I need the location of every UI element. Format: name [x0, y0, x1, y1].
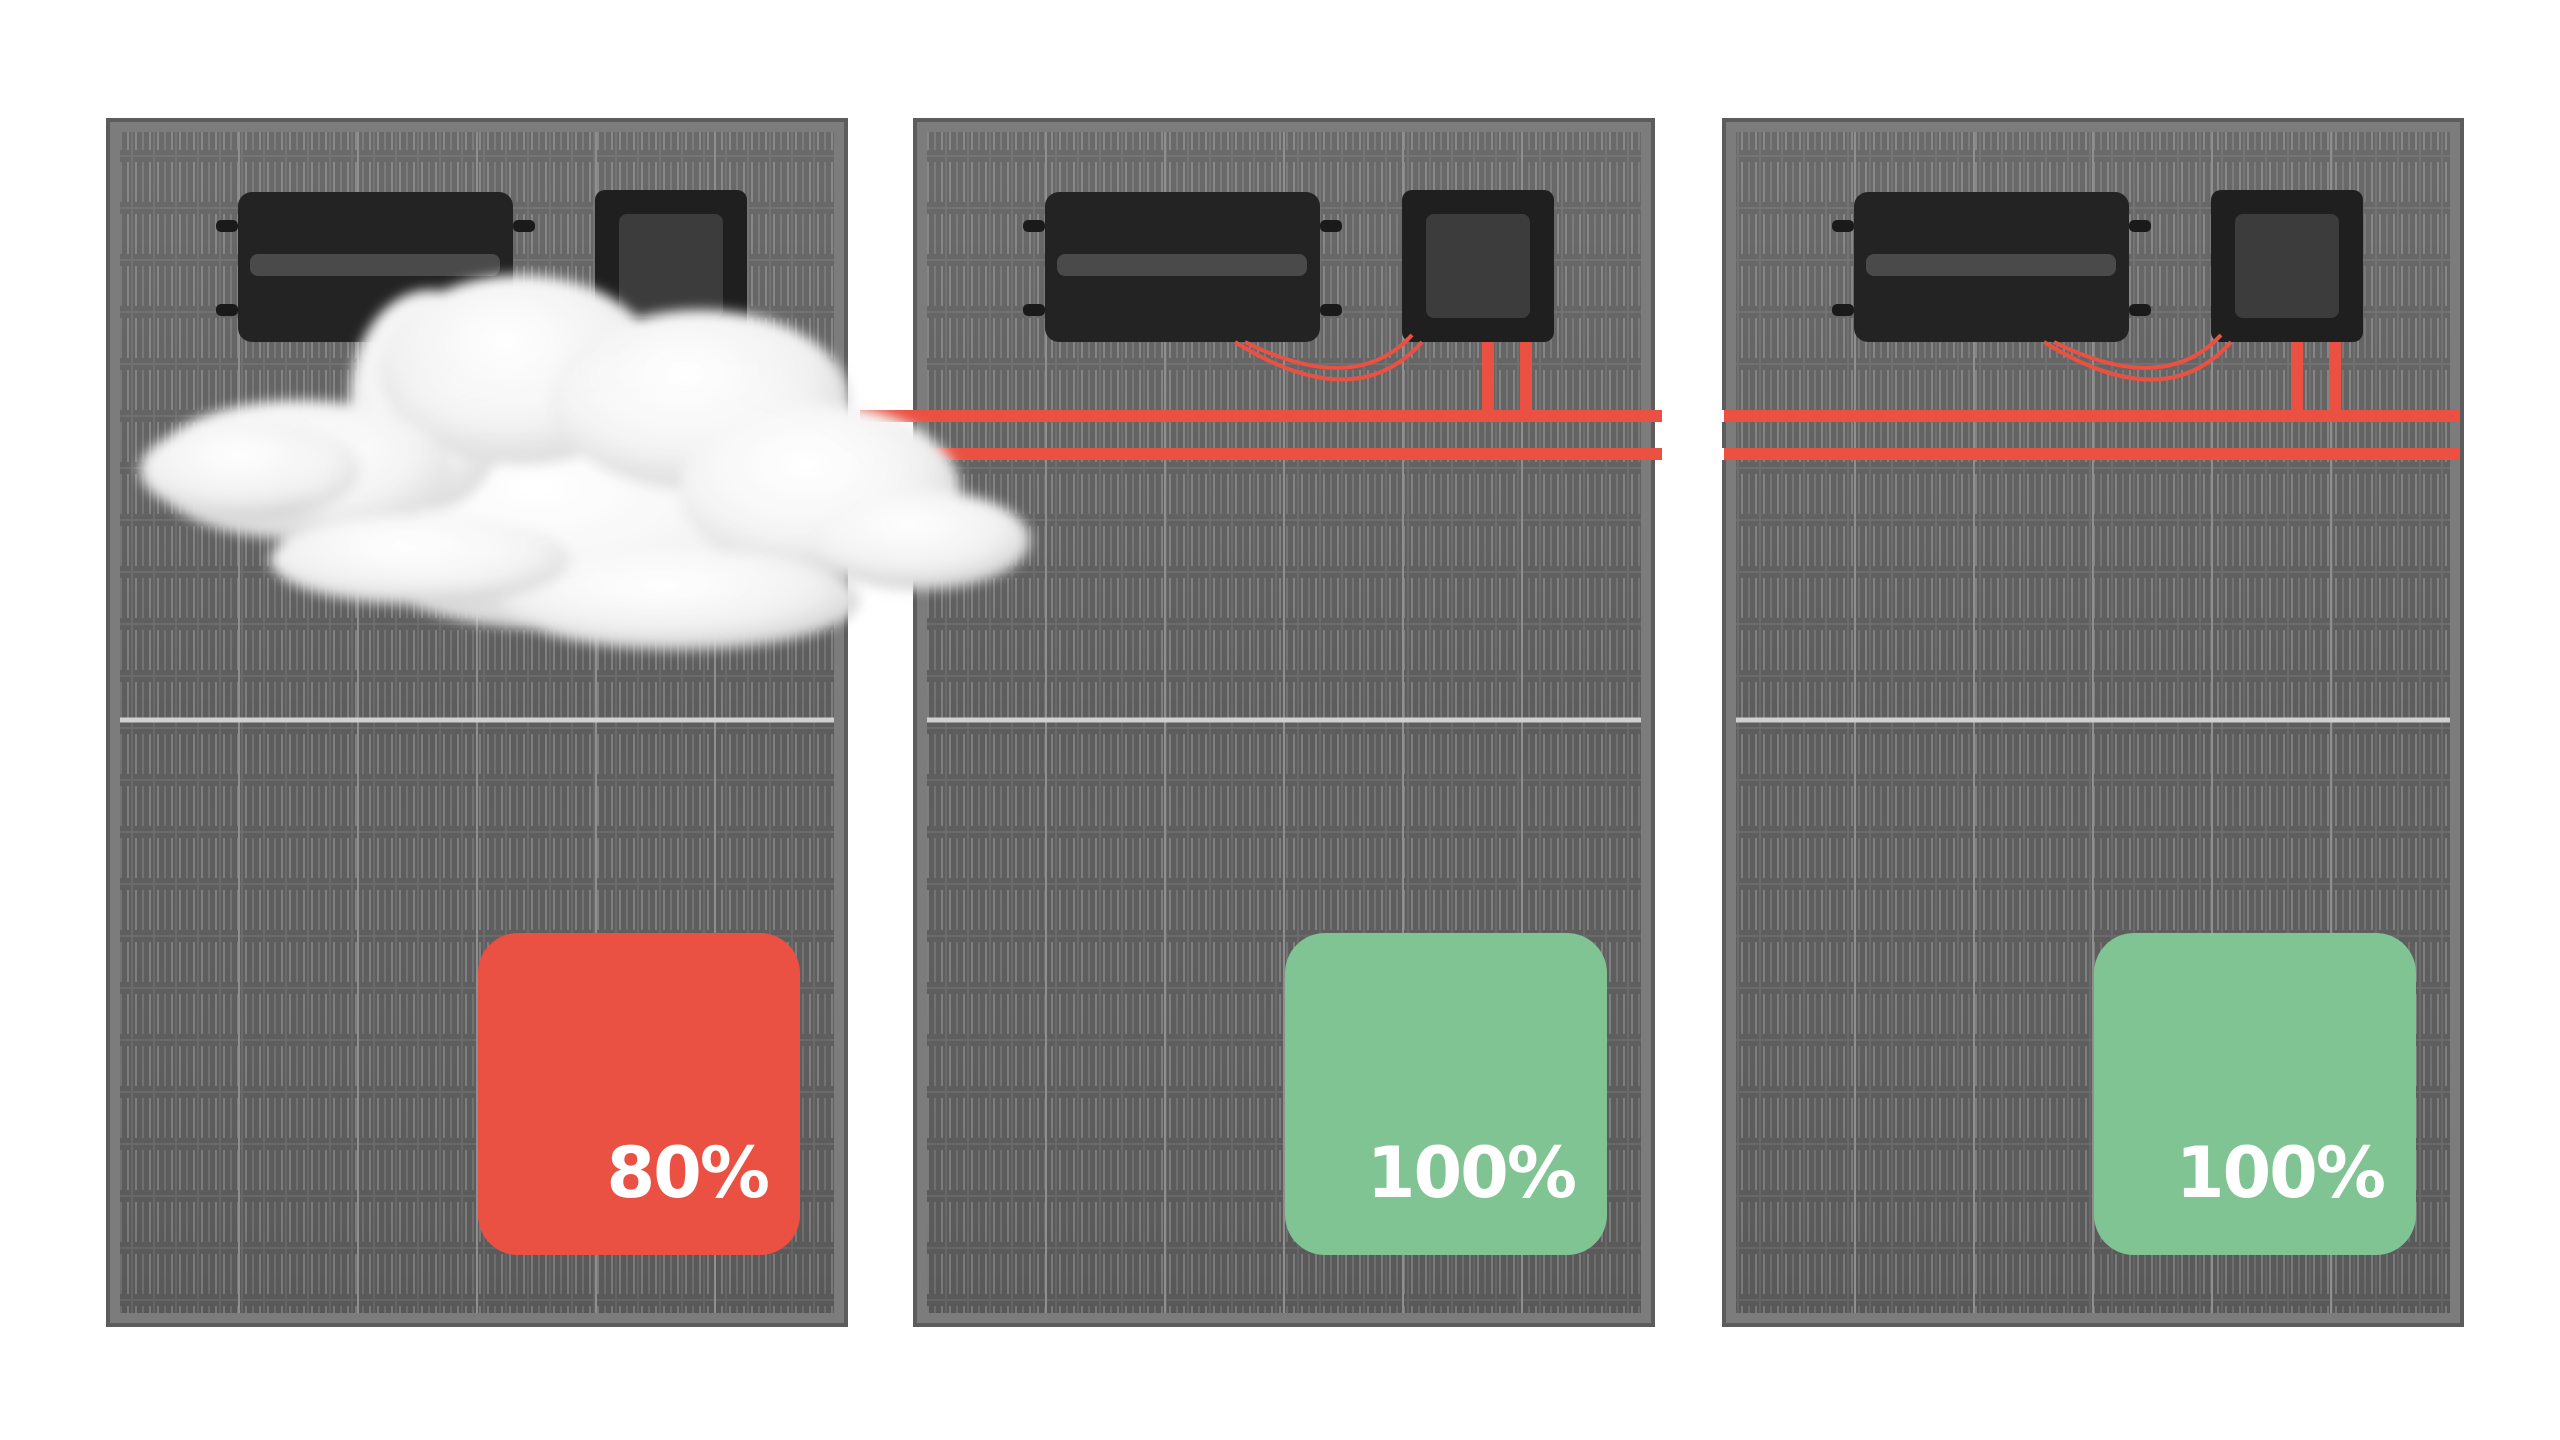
optimizer-cable — [2042, 340, 2233, 382]
output-badge-bg — [478, 933, 800, 1255]
output-badge-bg — [1285, 933, 1607, 1255]
junction-cable-drop — [2329, 342, 2341, 412]
cable-gap — [1662, 448, 1724, 460]
badges-layer: 80% 100% 100% — [478, 933, 2416, 1255]
output-badge-bg — [2094, 933, 2416, 1255]
output-percentage: 100% — [1367, 1132, 1575, 1214]
string-cable — [860, 410, 2460, 422]
cable-gap — [1662, 410, 1724, 422]
junction-cable-drop — [1482, 342, 1494, 412]
cables-layer — [860, 410, 2460, 460]
solar-panel — [1722, 118, 2464, 1327]
junction-box-icon — [595, 190, 747, 342]
output-percentage: 80% — [606, 1132, 768, 1214]
junction-box-icon — [2211, 190, 2363, 342]
optimizer-cable — [2053, 333, 2223, 370]
output-badge: 100% — [2094, 933, 2416, 1255]
output-badge: 80% — [478, 933, 800, 1255]
junction-box-icon — [1402, 190, 1554, 342]
string-cable — [860, 448, 2460, 460]
junction-cable-drop — [2291, 342, 2303, 412]
output-percentage: 100% — [2176, 1132, 2384, 1214]
cloud-haze — [300, 360, 900, 600]
junction-cable-drop — [1520, 342, 1532, 412]
optimizer-cable — [1233, 340, 1424, 382]
optimizer-box-icon — [1832, 192, 2151, 342]
output-badge: 100% — [1285, 933, 1607, 1255]
optimizer-cable — [1244, 333, 1414, 370]
optimizer-box-icon — [1023, 192, 1342, 342]
